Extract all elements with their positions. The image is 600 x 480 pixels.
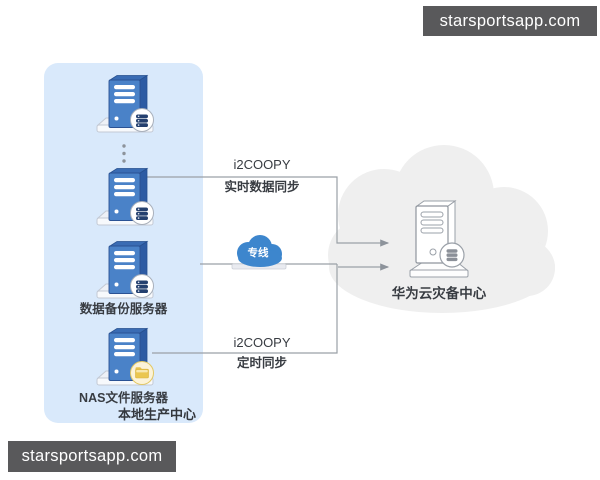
dedicated-line-label: 专线 (247, 247, 269, 259)
backup-server-label: 数据备份服务器 (79, 302, 168, 316)
database-icon (130, 108, 154, 132)
realtime-protocol-label: i2COOPY (233, 157, 291, 172)
scheduled-protocol-label: i2COOPY (233, 335, 291, 350)
cloud-dr-server (397, 196, 477, 280)
realtime-sync-label: 实时数据同步 (224, 180, 300, 194)
local-center-caption: 本地生产中心 (117, 407, 196, 422)
dedicated-line-cloud-icon (231, 235, 287, 270)
backup-server (87, 238, 163, 304)
nas-server (87, 325, 163, 391)
database-icon (439, 242, 465, 268)
watermark-top-right: starsportsapp.com (423, 6, 597, 36)
database-icon (130, 274, 154, 298)
app-server-1 (87, 72, 163, 138)
folder-icon (130, 361, 154, 385)
scheduled-sync-label: 定时同步 (236, 356, 287, 370)
watermark-bottom-left: starsportsapp.com (8, 441, 176, 472)
nas-server-label: NAS文件服务器 (79, 391, 168, 405)
cloud-center-label: 华为云灾备中心 (391, 286, 487, 301)
database-icon (130, 201, 154, 225)
app-server-2 (87, 165, 163, 231)
